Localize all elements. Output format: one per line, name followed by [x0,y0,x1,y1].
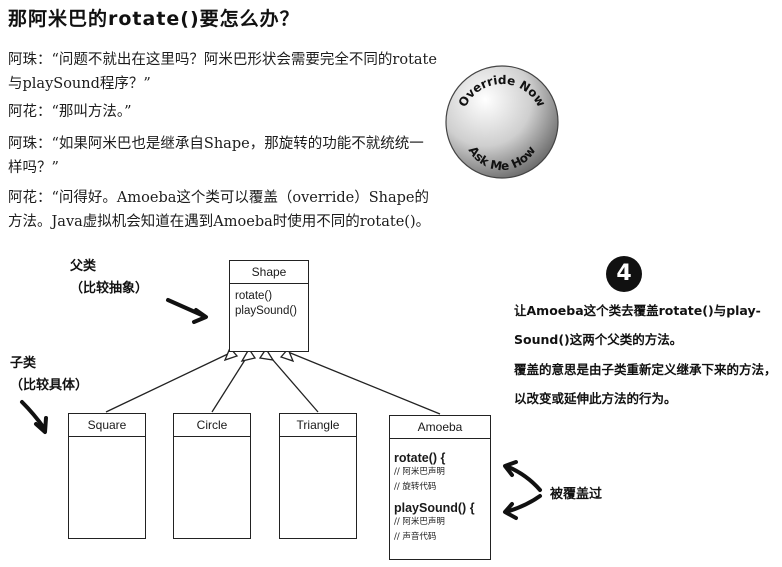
method-playsound: playSound() [235,305,298,317]
uml-class-square: Square [68,413,146,539]
class-name: Triangle [280,414,356,437]
speech: “如果阿米巴也是继承自Shape，那旋转的功能不就统统一样吗？” [8,136,424,176]
inherit-arrowhead [240,347,257,362]
method-playsound: playSound() { [394,501,475,515]
class-name: Amoeba [390,416,490,439]
method-rotate: rotate() { [394,451,446,465]
uml-class-triangle: Triangle [279,413,357,539]
method-rotate: rotate() [235,290,273,302]
inherit-line-circle [211,351,251,413]
step-text-1: 让Amoeba这个类去覆盖rotate()与play-Sound()这两个父类的… [514,303,761,347]
speaker: 阿珠： [8,136,52,152]
uml-class-shape: Shape rotate() playSound() [229,260,309,352]
overridden-arrow-up [504,464,542,492]
dialogue-1: 阿珠：“问题不就出在这里吗？阿米巴形状会需要完全不同的rotate与playSo… [8,48,438,96]
code-comment: // 旋转代码 [394,482,437,492]
parent-sublabel: （比较抽象） [70,281,149,296]
speaker: 阿珠： [8,52,52,68]
speech: “那叫方法。” [51,104,132,120]
parent-label: 父类 [70,259,97,274]
class-name: Shape [230,261,308,284]
child-label: 子类 [10,356,37,371]
override-badge: Override Now Ask Me How [445,65,559,179]
dialogue-2: 阿花：“那叫方法。” [8,100,438,124]
inherit-line-square [105,351,233,413]
speech: “问得好。Amoeba这个类可以覆盖（override）Shape的方法。Jav… [8,190,431,230]
speech: “问题不就出在这里吗？阿米巴形状会需要完全不同的rotate与playSound… [8,52,437,92]
uml-class-circle: Circle [173,413,251,539]
class-name: Square [69,414,145,437]
inherit-arrowhead [223,346,239,362]
speaker: 阿花： [8,104,52,120]
inherit-line-triangle [265,351,319,413]
code-comment: // 声音代码 [394,532,437,542]
step-number-badge: 4 [606,256,642,292]
child-sublabel: （比较具体） [10,378,89,393]
page-title: 那阿米巴的rotate()要怎么办？ [8,8,300,30]
class-name: Circle [174,414,250,437]
dialogue-3: 阿珠：“如果阿米巴也是继承自Shape，那旋转的功能不就统统一样吗？” [8,132,438,180]
overridden-arrow-down [504,494,542,514]
speaker: 阿花： [8,190,52,206]
inherit-arrowhead [279,347,295,363]
code-comment: // 阿米巴声明 [394,467,445,477]
dialogue-4: 阿花：“问得好。Amoeba这个类可以覆盖（override）Shape的方法。… [8,186,438,234]
overridden-label: 被覆盖过 [550,487,603,502]
uml-class-amoeba: Amoeba rotate() { // 阿米巴声明 // 旋转代码 playS… [389,415,491,560]
child-arrow [20,400,46,430]
inherit-arrowhead [258,347,275,361]
code-comment: // 阿米巴声明 [394,517,445,527]
step-text-2: 覆盖的意思是由子类重新定义继承下来的方法，以改变或延伸此方法的行为。 [514,362,777,406]
inherit-line-amoeba [287,351,441,415]
